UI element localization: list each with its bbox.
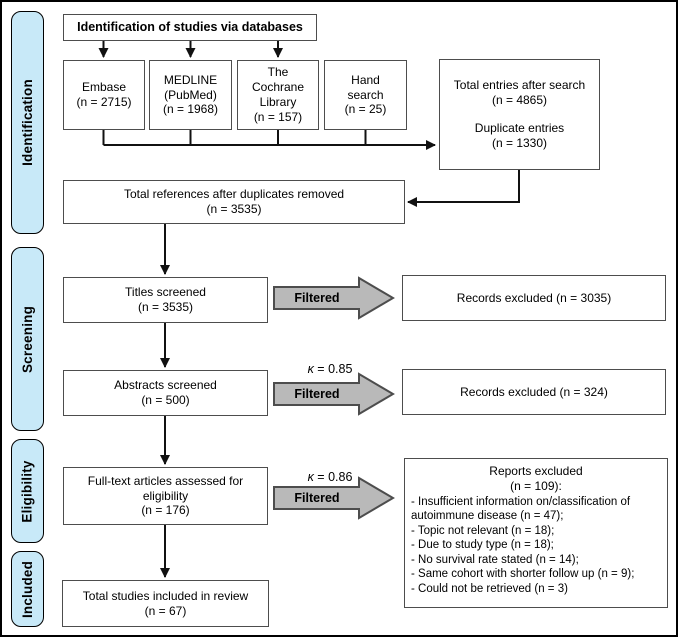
total-entries-search: Total entries after search (n = 4865) (454, 78, 585, 108)
reports-excluded-reasons: - Insufficient information on/classifica… (405, 494, 667, 596)
medline-box: MEDLINE (PubMed) (n = 1968) (149, 60, 232, 130)
reports-excluded-box: Reports excluded (n = 109): - Insufficie… (404, 458, 668, 608)
box-line: Total references after duplicates remove… (123, 187, 345, 202)
box-line: Embase (81, 80, 127, 95)
stage-tab-screening: Screening (11, 247, 44, 431)
studies-included-box: Total studies included in review (n = 67… (62, 580, 269, 627)
box-line: (n = 67) (144, 603, 187, 618)
box-line: (n = 25) (344, 102, 387, 117)
box-line: Records excluded (n = 3035) (456, 290, 612, 305)
total-references-box: Total references after duplicates remove… (63, 180, 405, 224)
connector-databases-to-total-entries (102, 130, 436, 145)
filtered-label-3: Filtered (294, 491, 340, 505)
box-line: (n = 3535) (206, 202, 262, 216)
exclusion-reason: - No survival rate stated (n = 14); (411, 553, 579, 566)
box-line: The (267, 65, 289, 80)
reports-excluded-heading: Reports excluded (n = 109): (489, 464, 582, 494)
abstracts-screened-box: Abstracts screened (n = 500) (63, 370, 268, 416)
box-line: Total entries after search (453, 78, 586, 93)
box-line: (n = 1330) (491, 135, 548, 150)
box-line: (n = 4865) (491, 93, 548, 108)
embase-box: Embase (n = 2715) (63, 60, 145, 130)
box-line: MEDLINE (163, 72, 218, 87)
box-line: (PubMed) (164, 87, 217, 102)
box-line: (n = 1968) (162, 102, 219, 117)
stage-tab-label: Included (20, 560, 36, 618)
title-box: Identification of studies via databases (63, 14, 317, 41)
filtered-label-1: Filtered (294, 291, 340, 305)
box-line: (n = 109): (510, 478, 562, 493)
exclusion-reason: - Insufficient information on/classifica… (411, 495, 631, 523)
box-line: Library (259, 95, 297, 109)
box-line: (n = 3535) (137, 300, 194, 314)
box-line: Duplicate entries (474, 121, 565, 135)
stage-tab-label: Eligibility (20, 459, 35, 523)
exclusion-reason: - Same cohort with shorter follow up (n … (411, 568, 635, 581)
box-line: Full-text articles assessed for (87, 473, 244, 488)
titles-screened-box: Titles screened (n = 3535) (63, 277, 268, 323)
box-line: Cochrane (251, 80, 305, 95)
exclusion-reason: - Could not be retrieved (n = 3) (411, 582, 568, 595)
box-line: Titles screened (125, 285, 206, 300)
stage-tab-eligibility: Eligibility (11, 439, 44, 543)
stage-tab-identification: Identification (11, 11, 44, 234)
stage-tab-included: Included (11, 551, 44, 627)
box-line: Abstracts screened (114, 378, 217, 393)
filtered-block-arrow-2 (273, 372, 395, 416)
exclusion-reason: - Due to study type (n = 18); (411, 539, 554, 552)
box-line: Hand (351, 72, 380, 87)
box-line: Total studies included in review (82, 588, 249, 603)
box-line: eligibility (142, 488, 189, 503)
stage-tab-label: Screening (20, 305, 36, 373)
box-line: Reports excluded (489, 464, 583, 478)
exclusion-reason: - Topic not relevant (n = 18); (411, 524, 555, 537)
total-entries-box: Total entries after search (n = 4865) Du… (439, 59, 600, 170)
filtered-block-arrow-1 (273, 276, 395, 320)
box-line: search (347, 87, 384, 102)
box-line: (n = 176) (141, 503, 190, 518)
box-line: (n = 500) (141, 393, 190, 407)
records-excluded-titles-box: Records excluded (n = 3035) (402, 275, 666, 321)
box-line: (n = 2715) (76, 95, 132, 109)
hand-search-box: Hand search (n = 25) (324, 60, 407, 130)
fulltext-assessed-box: Full-text articles assessed for eligibil… (63, 467, 268, 525)
filtered-block-arrow-3 (273, 476, 395, 520)
kappa-fulltext: κ = 0.86 (307, 470, 353, 484)
cochrane-box: The Cochrane Library (n = 157) (237, 60, 319, 130)
box-line: Records excluded (n = 324) (460, 384, 608, 399)
box-line: (n = 157) (253, 109, 303, 124)
filtered-label-2: Filtered (294, 387, 340, 401)
title-box-text: Identification of studies via databases (77, 19, 303, 34)
kappa-abstracts: κ = 0.85 (307, 362, 353, 376)
arrow-total-entries-to-total-references (407, 170, 520, 207)
duplicate-entries: Duplicate entries (n = 1330) (475, 121, 564, 151)
records-excluded-abstracts-box: Records excluded (n = 324) (402, 369, 666, 415)
stage-tab-label: Identification (20, 79, 35, 166)
